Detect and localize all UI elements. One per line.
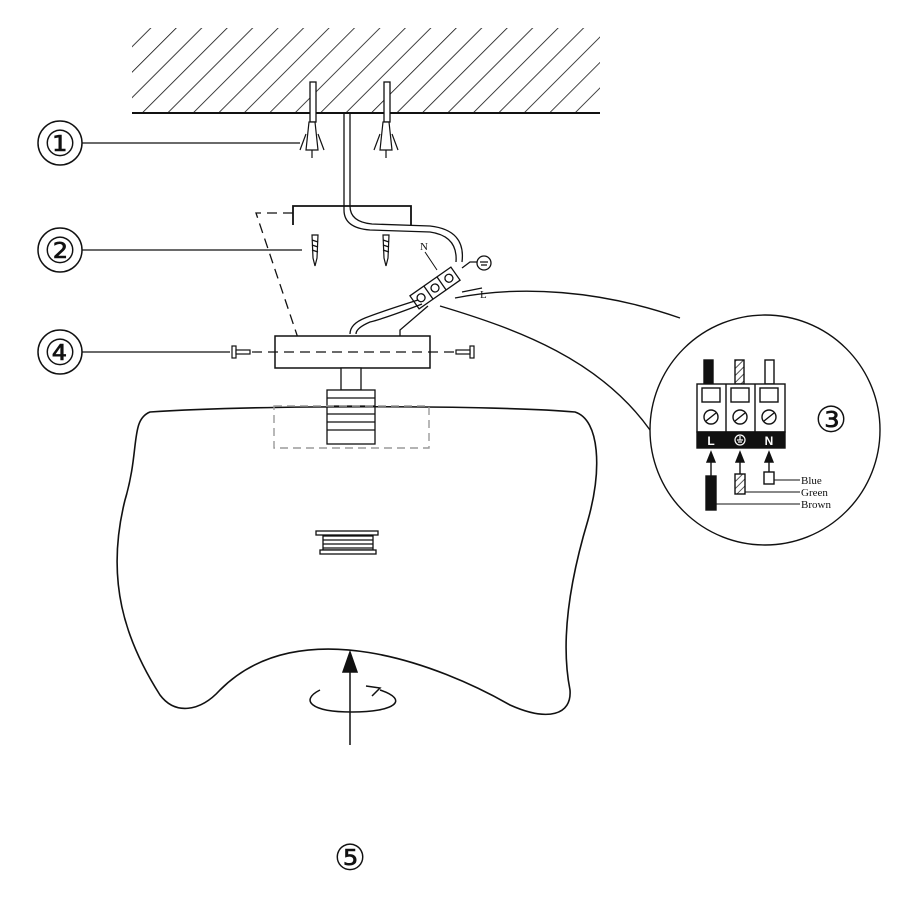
step2-callout: ② <box>37 227 302 273</box>
hidden-socket-outline <box>273 405 430 449</box>
wall-plug-icon <box>299 121 399 158</box>
assembly-guide-lines <box>255 212 301 345</box>
step5-number: ⑤ <box>334 838 366 878</box>
mounting-bracket <box>292 205 412 225</box>
ceiling <box>132 28 600 114</box>
supply-cable <box>343 113 464 263</box>
canopy-screws <box>231 345 475 359</box>
neutral-leader <box>424 251 438 271</box>
terminal-neutral-label: N <box>765 434 774 448</box>
lamp-shade <box>116 405 598 716</box>
step2-number: ② <box>44 231 76 271</box>
rotate-arrow-icon <box>309 649 397 745</box>
neutral-label: N <box>420 241 428 253</box>
screw-icon <box>311 234 390 267</box>
live-label: L <box>480 289 487 301</box>
brown-wire-label: Brown <box>801 499 831 511</box>
terminal-live-label: L <box>707 434 714 448</box>
green-wire-label: Green <box>801 487 828 499</box>
step4-number: ④ <box>44 333 76 373</box>
step4-callout: ④ <box>37 329 230 375</box>
canopy <box>252 335 466 369</box>
connector-block <box>349 255 492 336</box>
terminal-detail <box>696 359 786 449</box>
blue-wire-label: Blue <box>801 475 822 487</box>
step1-callout: ① <box>37 120 300 166</box>
terminal-wires <box>705 450 800 511</box>
shade-ring <box>315 530 379 555</box>
step3-number: ③ <box>815 400 847 440</box>
earth-symbol-icon <box>734 434 746 446</box>
lamp-holder <box>326 367 376 445</box>
step1-number: ① <box>44 124 76 164</box>
